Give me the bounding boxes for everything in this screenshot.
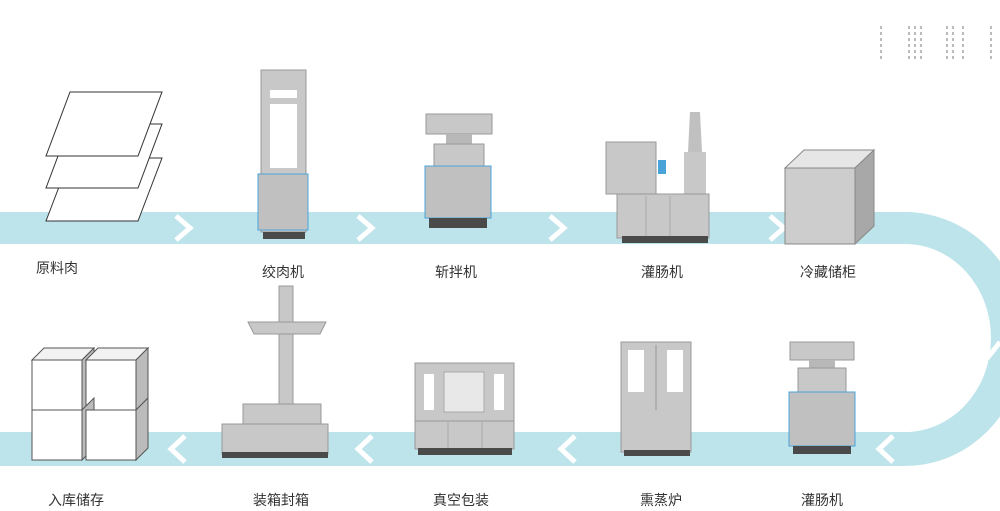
chevron-arrow — [768, 214, 788, 242]
chevron-arrow — [548, 214, 568, 242]
chevron-arrow — [875, 434, 895, 464]
label-vacuum-packer: 真空包装 — [433, 493, 489, 509]
stuffer-illustration — [605, 112, 710, 243]
carton-sealer-illustration — [221, 285, 329, 458]
conveyor-curve — [905, 212, 1000, 466]
label-clipper: 灌肠机 — [801, 493, 843, 509]
chevron-arrow — [557, 434, 577, 464]
chevron-arrow — [174, 214, 194, 242]
meat-grinder-illustration — [257, 69, 309, 239]
chevron-arrow — [356, 214, 376, 242]
vacuum-packer-illustration — [414, 362, 515, 455]
label-cold-storage: 冷藏储柜 — [800, 265, 856, 281]
clipper-illustration — [788, 341, 856, 454]
label-stuffer: 灌肠机 — [641, 265, 683, 281]
label-meat-grinder: 绞肉机 — [262, 265, 304, 281]
label-warehouse: 入库储存 — [48, 493, 104, 509]
cold-storage-illustration — [783, 148, 876, 246]
label-smokehouse: 熏蒸炉 — [640, 493, 682, 509]
injector-illustration — [424, 113, 493, 228]
label-raw-meat: 原料肉 — [36, 261, 78, 277]
label-carton-sealer: 装箱封箱 — [253, 493, 309, 509]
raw-meat-illustration — [45, 91, 163, 222]
smokehouse-illustration — [620, 341, 692, 456]
chevron-arrow — [354, 434, 374, 464]
warehouse-illustration — [30, 346, 150, 462]
chevron-arrow — [167, 434, 187, 464]
chevron-arrow — [976, 340, 1000, 361]
label-injector: 斩拌机 — [435, 265, 477, 281]
